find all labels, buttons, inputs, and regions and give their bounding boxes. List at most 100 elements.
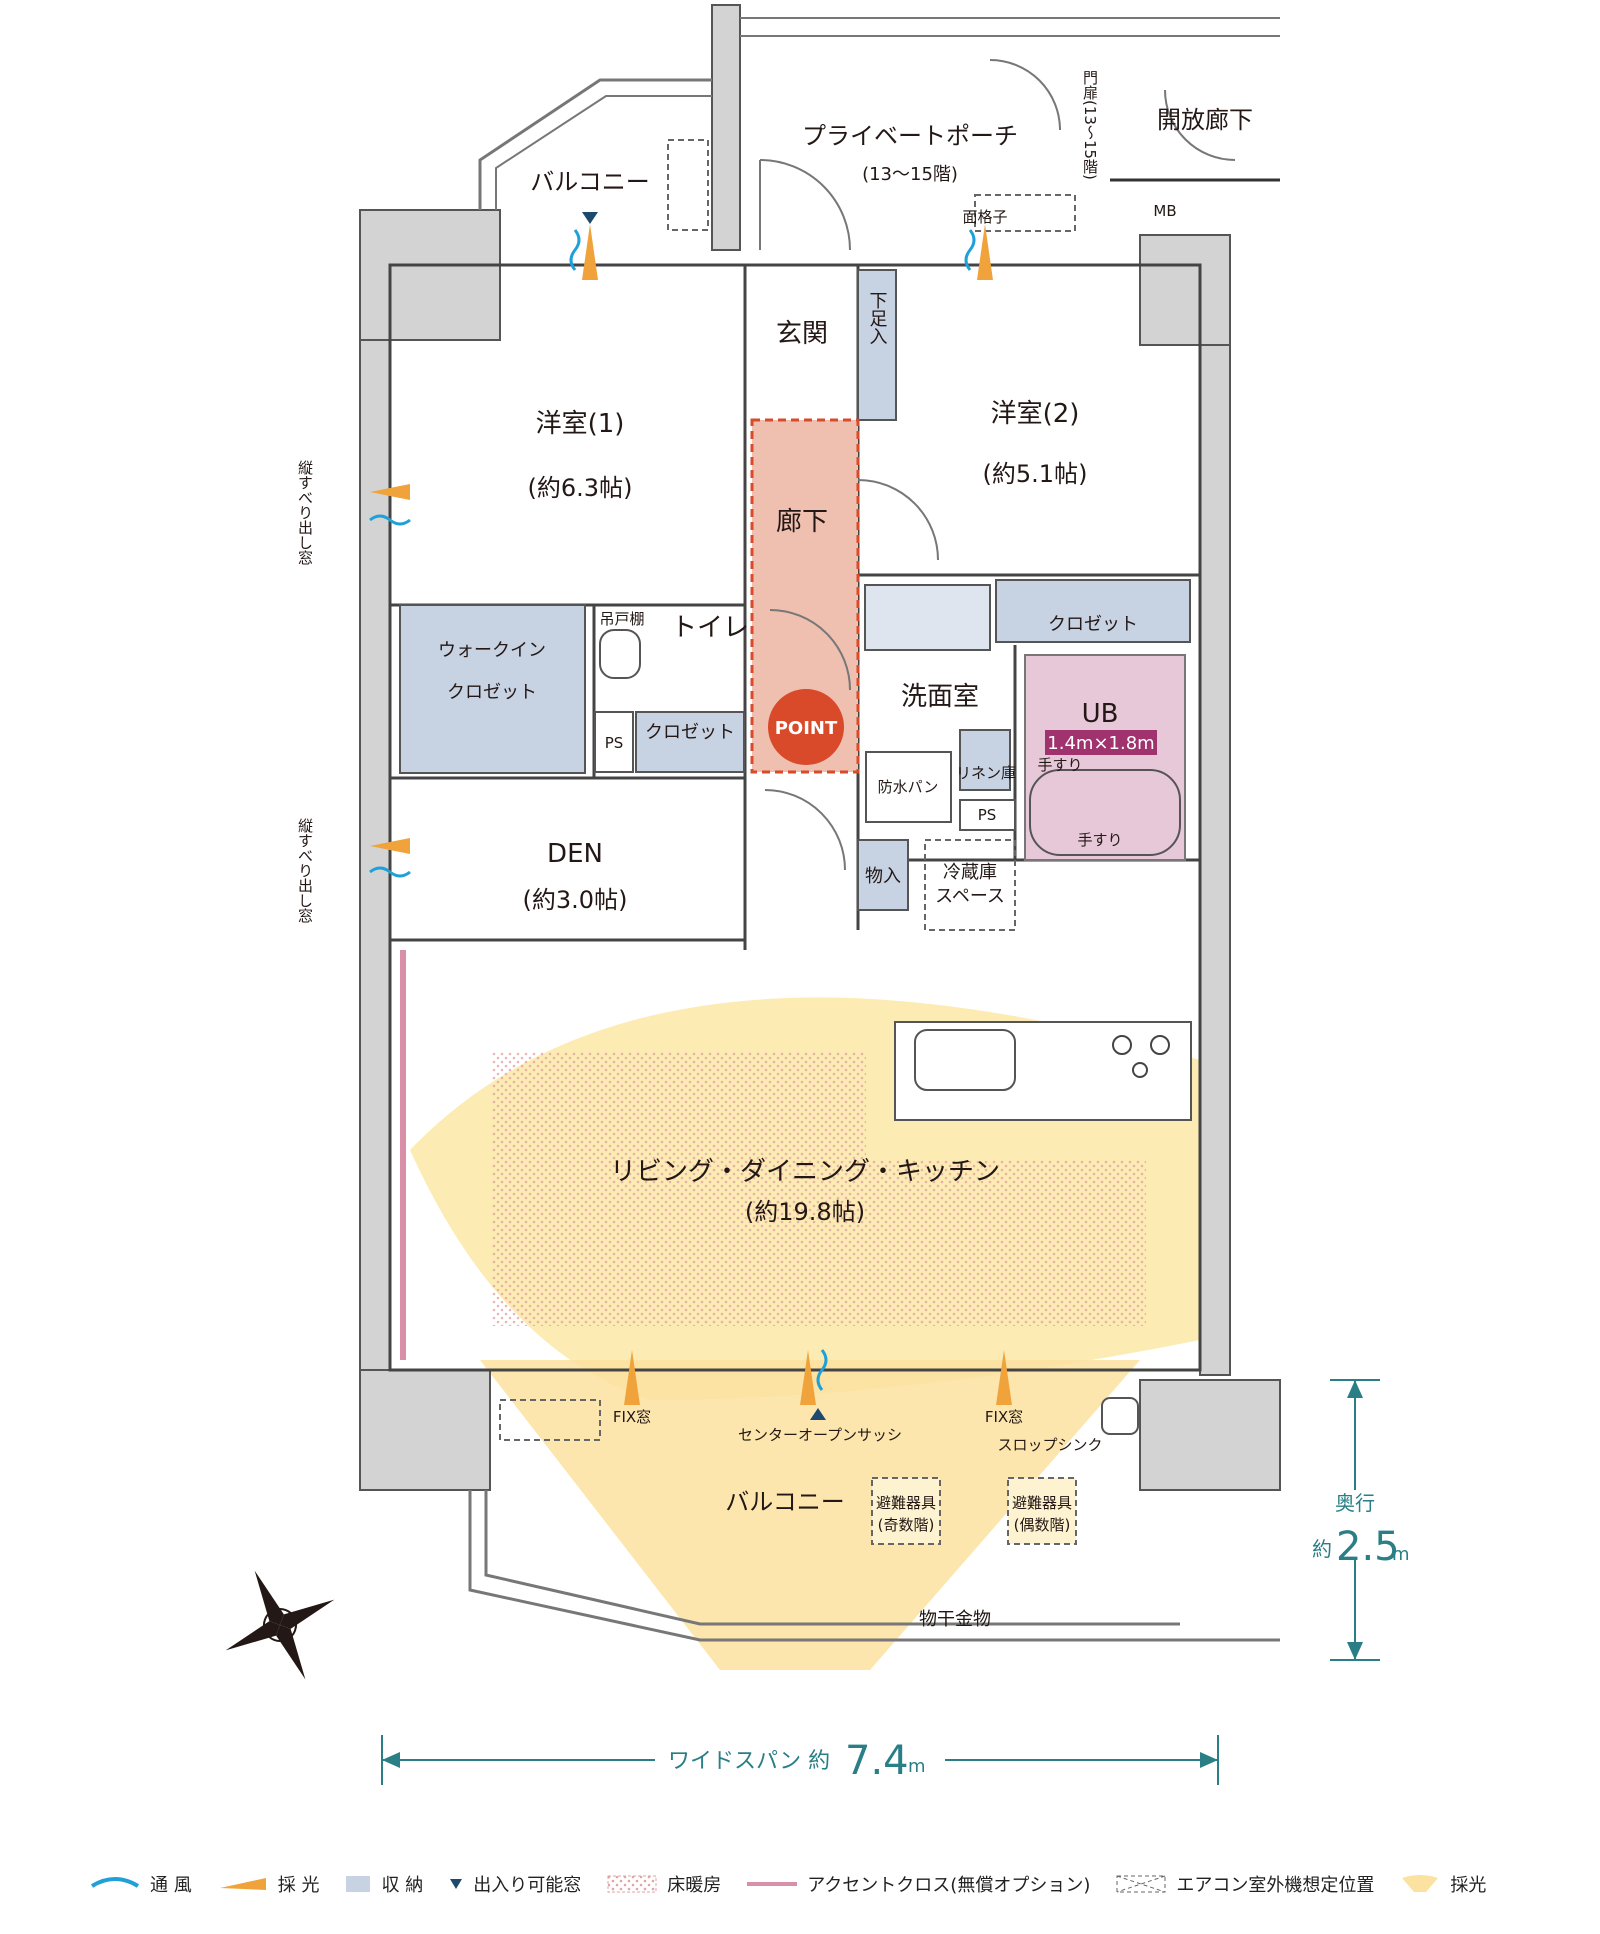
washbasin xyxy=(864,584,991,651)
room-den-size: (約3.0帖) xyxy=(523,886,628,914)
legend: 通 風 採 光 収 納 出入り可能窓 床暖房 アクセントクロス(無償オプション)… xyxy=(90,1864,1590,1904)
legend-label-entry-window: 出入り可能窓 xyxy=(473,1875,582,1896)
entry-window-icon xyxy=(450,1879,463,1889)
face-grille-label: 面格子 xyxy=(962,208,1007,226)
storage-icon xyxy=(346,1876,371,1892)
closet-label: クロゼット xyxy=(645,722,735,743)
light-fan-icon xyxy=(1402,1875,1439,1892)
legend-item-accent-cloth: アクセントクロス(無償オプション) xyxy=(747,1871,1090,1897)
bathtub xyxy=(1029,769,1181,856)
wind-icon xyxy=(90,1877,140,1888)
depth-dimension xyxy=(1330,1379,1380,1661)
fridge-space xyxy=(924,839,1016,931)
evac2-label-2: (偶数階) xyxy=(1014,1516,1071,1534)
legend-item-ac-unit: エアコン室外機想定位置 xyxy=(1116,1871,1374,1897)
toilet-bowl xyxy=(599,629,641,679)
slop-sink xyxy=(1101,1397,1139,1435)
column-bottom-left xyxy=(359,1369,491,1491)
handrail-label-1: 手すり xyxy=(1037,756,1082,774)
room-entrance: 玄関 xyxy=(776,319,828,349)
depth-prefix: 約 xyxy=(1312,1537,1332,1561)
light-fan-balcony xyxy=(480,1360,1140,1670)
walkin-label-1: ウォークイン xyxy=(438,640,546,661)
light-icon xyxy=(219,1878,266,1890)
span-dimension xyxy=(381,1735,1219,1785)
fix2-label: FIX窓 xyxy=(985,1408,1023,1426)
shoebox-label: 下足入 xyxy=(867,291,888,345)
room-washroom: 洗面室 xyxy=(901,682,979,712)
depth-label: 奥行 xyxy=(1335,1491,1375,1515)
legend-item-floor-heating: 床暖房 xyxy=(607,1871,721,1897)
closet-western2 xyxy=(995,579,1191,643)
storage-box xyxy=(857,839,909,911)
fridge-label-1: 冷蔵庫 xyxy=(943,862,997,883)
fix1-label: FIX窓 xyxy=(613,1408,651,1426)
clothes-rod-label: 物干金物 xyxy=(919,1609,991,1630)
balcony-bottom-label: バルコニー xyxy=(725,1488,845,1516)
closet2-label: クロゼット xyxy=(1048,614,1138,635)
legend-item-wind: 通 風 xyxy=(90,1871,192,1897)
floor-heating-area xyxy=(492,1052,866,1326)
storage-areas xyxy=(399,269,1191,911)
closet-small xyxy=(635,711,745,773)
room-toilet: トイレ xyxy=(671,613,749,643)
evac2-label-1: 避難器具 xyxy=(1012,1494,1072,1512)
legend-label-ac-unit: エアコン室外機想定位置 xyxy=(1176,1875,1375,1896)
side-window-label-2: 縦すべり出し窓 xyxy=(296,818,314,923)
legend-label-light-fan: 採光 xyxy=(1450,1875,1487,1896)
room-western2-name: 洋室(2) xyxy=(991,399,1080,429)
point-badge xyxy=(768,689,844,765)
evac1-label-2: (奇数階) xyxy=(878,1516,935,1534)
wall-right xyxy=(1199,344,1231,1376)
ps2-label: PS xyxy=(978,806,997,824)
room-hallway: 廊下 xyxy=(776,507,828,537)
wind-markers xyxy=(369,229,976,1391)
ac-unit-bottom xyxy=(499,1399,601,1441)
ac-unit-top xyxy=(974,194,1076,232)
legend-label-storage: 収 納 xyxy=(381,1875,424,1896)
balcony-bottom-outline xyxy=(468,1490,1280,1642)
entry-window-markers xyxy=(582,212,826,1420)
column-top-right xyxy=(1139,234,1231,346)
column-top-left xyxy=(359,209,501,341)
room-western1-size: (約6.3帖) xyxy=(528,474,633,502)
side-window-label-1: 縦すべり出し窓 xyxy=(296,460,314,565)
open-corridor-label: 開放廊下 xyxy=(1157,106,1253,134)
evac-even xyxy=(1007,1477,1077,1545)
floor-plan: POINT 洋室(1) (約6.3帖) 洋室(2) (約5.1帖) DEN (約… xyxy=(225,4,1410,1785)
legend-label-floor-heating: 床暖房 xyxy=(667,1875,722,1896)
storage-label: 物入 xyxy=(865,866,901,887)
column-bottom-right xyxy=(1139,1379,1281,1491)
linen-label: リネン庫 xyxy=(956,764,1016,782)
room-den-name: DEN xyxy=(547,839,603,869)
room-ldk-name: リビング・ダイニング・キッチン xyxy=(610,1157,1000,1187)
hanging-shelf-label: 吊戸棚 xyxy=(599,610,644,628)
slop-sink-label: スロップシンク xyxy=(997,1436,1102,1454)
depth-unit: m xyxy=(1392,1544,1410,1565)
compass-icon xyxy=(225,1570,335,1680)
legend-label-light: 採 光 xyxy=(277,1875,320,1896)
fridge-label-2: スペース xyxy=(935,886,1005,907)
mb-label: MB xyxy=(1153,202,1176,220)
span-label: ワイドスパン 約 xyxy=(668,1749,830,1774)
depth-value: 2.5 xyxy=(1336,1524,1400,1570)
legend-item-entry-window: 出入り可能窓 xyxy=(449,1871,581,1897)
floor-heating-icon xyxy=(607,1875,657,1893)
stove-icon xyxy=(1112,1035,1170,1078)
handrail-label-2: 手すり xyxy=(1077,831,1122,849)
hallway-area xyxy=(750,418,860,774)
shoe-box xyxy=(857,269,897,421)
legend-label-accent-cloth: アクセントクロス(無償オプション) xyxy=(807,1875,1091,1896)
legend-item-light: 採 光 xyxy=(218,1871,320,1897)
walkin-label-2: クロゼット xyxy=(447,682,537,703)
door-swings xyxy=(759,59,1236,871)
column-porch xyxy=(711,4,741,251)
room-western2-size: (約5.1帖) xyxy=(983,460,1088,488)
legend-item-light-fan: 採光 xyxy=(1400,1871,1486,1897)
ac-unit-balcony xyxy=(667,139,709,231)
legend-item-storage: 収 納 xyxy=(345,1871,423,1897)
gate-label: 門扉(13〜15階) xyxy=(1081,70,1099,180)
porch-rail xyxy=(740,17,1280,37)
ub-size-tag xyxy=(1045,730,1157,755)
walkin-closet xyxy=(399,604,586,774)
